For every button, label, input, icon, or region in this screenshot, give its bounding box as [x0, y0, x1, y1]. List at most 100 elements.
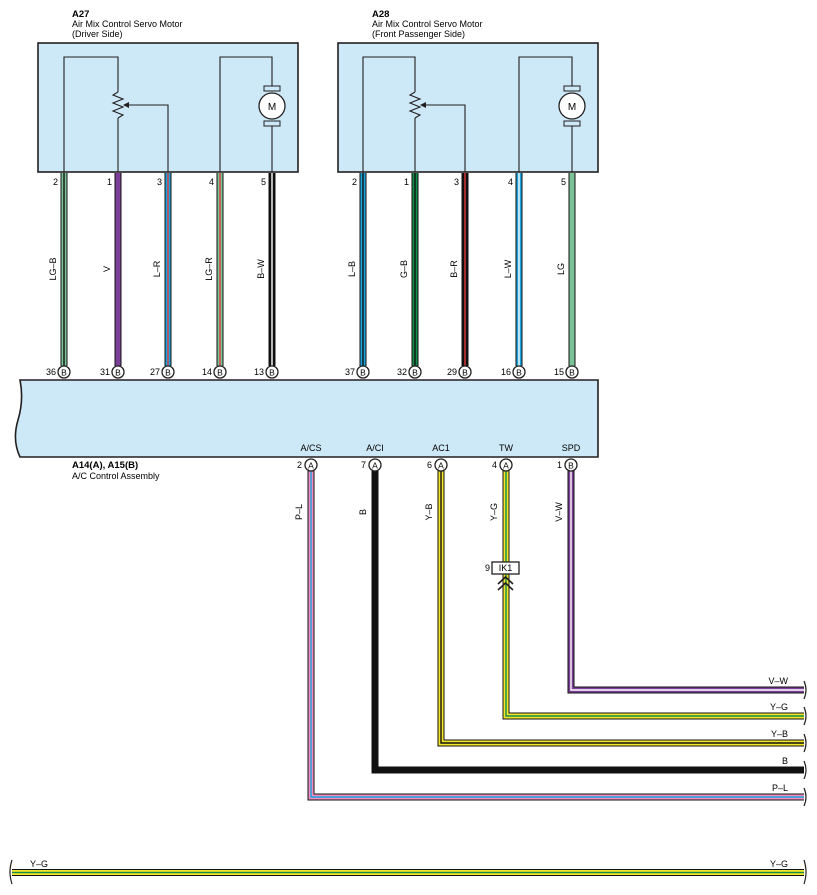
ac-pin-number: 7: [361, 460, 366, 470]
bottom-line-left-label: Y–G: [30, 859, 48, 869]
top-wire: 5LGB15AMPH: [554, 173, 585, 393]
ac-pin-number: 13: [254, 367, 264, 377]
wire-color-label: LG–R: [204, 257, 214, 281]
wire-color-label: L–B: [347, 261, 357, 277]
ac-pin-number: 31: [100, 367, 110, 377]
connector-circle-letter: B: [462, 367, 468, 377]
servo-pin-number: 1: [404, 177, 409, 187]
terminal-name: AC1: [432, 443, 450, 453]
wire-break-mark: [803, 706, 807, 726]
connector-circle: [434, 458, 448, 472]
connector-circle-letter: B: [217, 367, 223, 377]
junction-pin-number: 9: [485, 563, 490, 573]
wire-break-mark: [803, 733, 807, 753]
connector-circle-letter: B: [516, 367, 522, 377]
junction-ik1: 9 IK1: [485, 561, 520, 591]
a28-potentiometer-icon: [408, 91, 422, 119]
top-wire: 2LG–BB36SG–3: [46, 173, 76, 393]
connector-circle-letter: B: [165, 367, 171, 377]
connector-circle: [512, 365, 526, 379]
bottom-wire-line-body: [568, 471, 804, 693]
bottom-wire-line-outline: [567, 471, 804, 694]
wire-color-label: B: [358, 509, 368, 515]
terminal-name: SPD: [562, 443, 581, 453]
wire-break-mark: [803, 787, 807, 807]
connector-circle: [265, 365, 279, 379]
connector-circle: [111, 365, 125, 379]
connector-circle: [304, 458, 318, 472]
ac-code: A14(A), A15(B): [72, 460, 138, 471]
connector-circle: [368, 458, 382, 472]
bottom-wire-line-body: [372, 471, 804, 773]
connector-circle: [564, 458, 578, 472]
connector-circle: [408, 365, 422, 379]
a27-internal-circuit: [63, 56, 273, 172]
a27-motor-icon: M: [258, 85, 286, 127]
ac-pin-number: 36: [46, 367, 56, 377]
bottom-wire-line-outline: [502, 471, 804, 720]
servo-pin-number: 5: [561, 177, 566, 187]
wire-exit-label: P–L: [772, 783, 788, 793]
a27-motor-label: M: [268, 102, 276, 113]
servo-pin-number: 4: [209, 177, 214, 187]
connector-circle-letter: B: [568, 460, 574, 470]
bottom-wire-line-body: [503, 471, 804, 719]
ac-pin-number: 32: [397, 367, 407, 377]
ac-title: A/C Control Assembly: [72, 471, 160, 481]
a28-wiper-arrow-icon: [420, 102, 426, 108]
wire-color-label: LG–B: [48, 257, 58, 280]
connector-circle-letter: A: [503, 460, 509, 470]
junction-chevron-icon: [497, 575, 514, 585]
bottom-yg-line: Y–G Y–G: [9, 859, 807, 885]
wire-color-label: V–W: [554, 502, 564, 522]
top-wire: 5B–WB13AMDH: [254, 173, 285, 393]
ac-pin-number: 6: [427, 460, 432, 470]
a27-potentiometer-icon: [111, 91, 125, 119]
wire-color-label: B–R: [449, 260, 459, 278]
a27-title: Air Mix Control Servo Motor: [72, 19, 183, 29]
wire-color-label: V: [102, 266, 112, 272]
a27-code: A27: [72, 9, 89, 20]
wire-exit-label: B: [782, 756, 788, 766]
wire-break-mark: [803, 760, 807, 780]
ac-pin-number: 1: [557, 460, 562, 470]
connector-circle: [161, 365, 175, 379]
connector-circle-letter: A: [308, 460, 314, 470]
top-wire: 3L–RB27TPD: [150, 173, 178, 393]
a28-motor-icon: M: [558, 85, 586, 127]
connector-circle: [356, 365, 370, 379]
a28-motor-label: M: [568, 102, 576, 113]
wire-color-label: Y–G: [489, 503, 499, 521]
ac-pin-number: 29: [447, 367, 457, 377]
bottom-wire-line-stripe: [440, 471, 804, 744]
ac-pin-number: 15: [554, 367, 564, 377]
top-wire: 1VB31S5–3: [100, 173, 129, 393]
connector-circle: [499, 458, 513, 472]
a28-subtitle: (Front Passenger Side): [372, 29, 465, 39]
a28-code: A28: [372, 9, 389, 20]
servo-pin-number: 1: [107, 177, 112, 187]
ac-pin-number: 14: [202, 367, 212, 377]
connector-circle-letter: B: [569, 367, 575, 377]
ac-pin-number: 27: [150, 367, 160, 377]
servo-pin-number: 2: [352, 177, 357, 187]
ac-pin-number: 2: [297, 460, 302, 470]
servo-pin-number: 3: [454, 177, 459, 187]
wire-color-label: L–R: [152, 260, 162, 277]
wire-color-label: L–W: [503, 259, 513, 278]
ac-pin-number: 4: [492, 460, 497, 470]
ac-control-box: [14, 379, 599, 458]
ac-pin-number: 37: [345, 367, 355, 377]
connector-circle: [213, 365, 227, 379]
servo-pin-number: 3: [157, 177, 162, 187]
connector-circle: [565, 365, 579, 379]
wire-exit-label: Y–G: [770, 702, 788, 712]
terminal-name: A/CI: [366, 443, 384, 453]
connector-circle: [458, 365, 472, 379]
bottom-wire-line-stripe: [505, 471, 804, 717]
wire-color-label: G–B: [399, 260, 409, 278]
top-wire: 4LG–RB14AMDC: [202, 173, 234, 393]
